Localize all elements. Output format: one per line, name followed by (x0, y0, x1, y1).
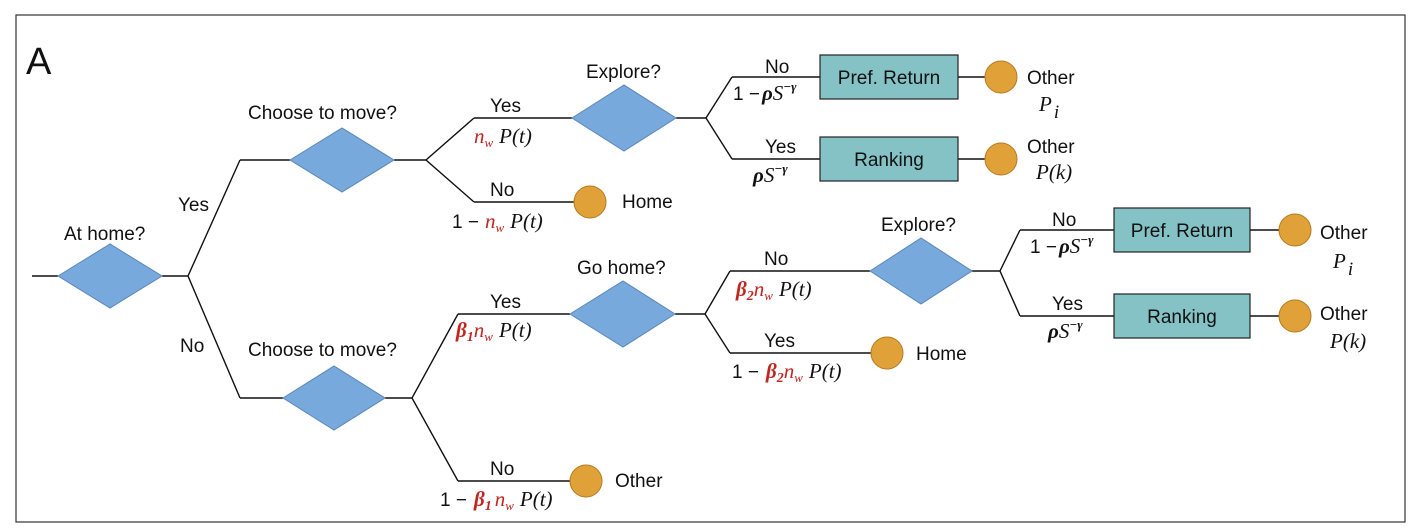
outcome-home-1: Home (622, 192, 673, 213)
ranking-box-bottom (1113, 293, 1251, 339)
outcome-other-2: Other (1027, 137, 1075, 158)
ranking-box-top (819, 136, 959, 182)
branch-no-explore-bottom: No (1052, 210, 1076, 231)
branch-no-explore-top: No (765, 57, 789, 78)
branch-no-move-top: No (490, 180, 514, 201)
explore-bottom-label: Explore? (881, 215, 956, 236)
at-home-label: At home? (64, 224, 145, 245)
connectors (32, 76, 1279, 482)
explore-top-diamond (571, 84, 677, 152)
outcome-circle-other-1 (984, 60, 1018, 94)
outcome-circle-home-1 (573, 185, 607, 219)
choose-move-bottom-diamond (282, 365, 386, 431)
outcome-prob-pk-1: P(k) (1035, 160, 1072, 184)
pref-return-box-top (819, 54, 959, 100)
panel-label: A (26, 41, 52, 83)
pref-return-box-bottom (1113, 207, 1251, 253)
pref-return-label-top: Pref. Return (838, 68, 940, 89)
choose-move-bottom-label: Choose to move? (248, 340, 397, 361)
at-home-diamond (57, 243, 163, 309)
outcome-other-1: Other (1027, 68, 1075, 89)
outcome-other-5: Other (615, 471, 663, 492)
branch-no-root: No (180, 336, 204, 357)
outcome-circle-home-2 (870, 336, 904, 370)
branch-yes-explore-top: Yes (765, 137, 796, 158)
go-home-diamond (569, 280, 676, 348)
ranking-label-bottom: Ranking (1147, 307, 1217, 328)
branch-yes-root: Yes (178, 195, 209, 216)
pref-return-label-bottom: Pref. Return (1131, 221, 1233, 242)
prob-explore-top-no: 1 −ρS−γ (733, 79, 797, 105)
explore-top-label: Explore? (586, 62, 661, 83)
branch-no-move-bottom: No (490, 459, 514, 480)
choose-move-top-label: Choose to move? (248, 103, 397, 124)
branch-yes-explore-bottom: Yes (1052, 294, 1083, 315)
go-home-label: Go home? (577, 258, 666, 279)
outcome-other-3: Other (1320, 223, 1368, 244)
branch-yes-move-top: Yes (490, 96, 521, 117)
outcome-home-2: Home (916, 344, 967, 365)
figure-frame (15, 14, 1406, 523)
prob-explore-top-yes: ρS−γ (752, 161, 788, 187)
branch-yes-go-home: Yes (764, 331, 795, 352)
prob-explore-bottom-no: 1 −ρS−γ (1030, 232, 1094, 258)
branch-yes-move-bottom: Yes (490, 292, 521, 313)
outcome-circle-other-2 (984, 142, 1018, 176)
outcome-prob-pk-2: P(k) (1329, 329, 1366, 353)
ranking-label-top: Ranking (854, 150, 924, 171)
choose-move-top-diamond (289, 127, 395, 193)
outcome-circle-other-3 (1278, 213, 1312, 247)
branch-no-go-home: No (764, 249, 788, 270)
outcome-circle-other-5 (569, 464, 603, 498)
explore-bottom-diamond (869, 237, 973, 305)
outcome-other-4: Other (1320, 304, 1368, 325)
prob-explore-bottom-yes: ρS−γ (1047, 317, 1083, 343)
outcome-circle-other-4 (1278, 299, 1312, 333)
